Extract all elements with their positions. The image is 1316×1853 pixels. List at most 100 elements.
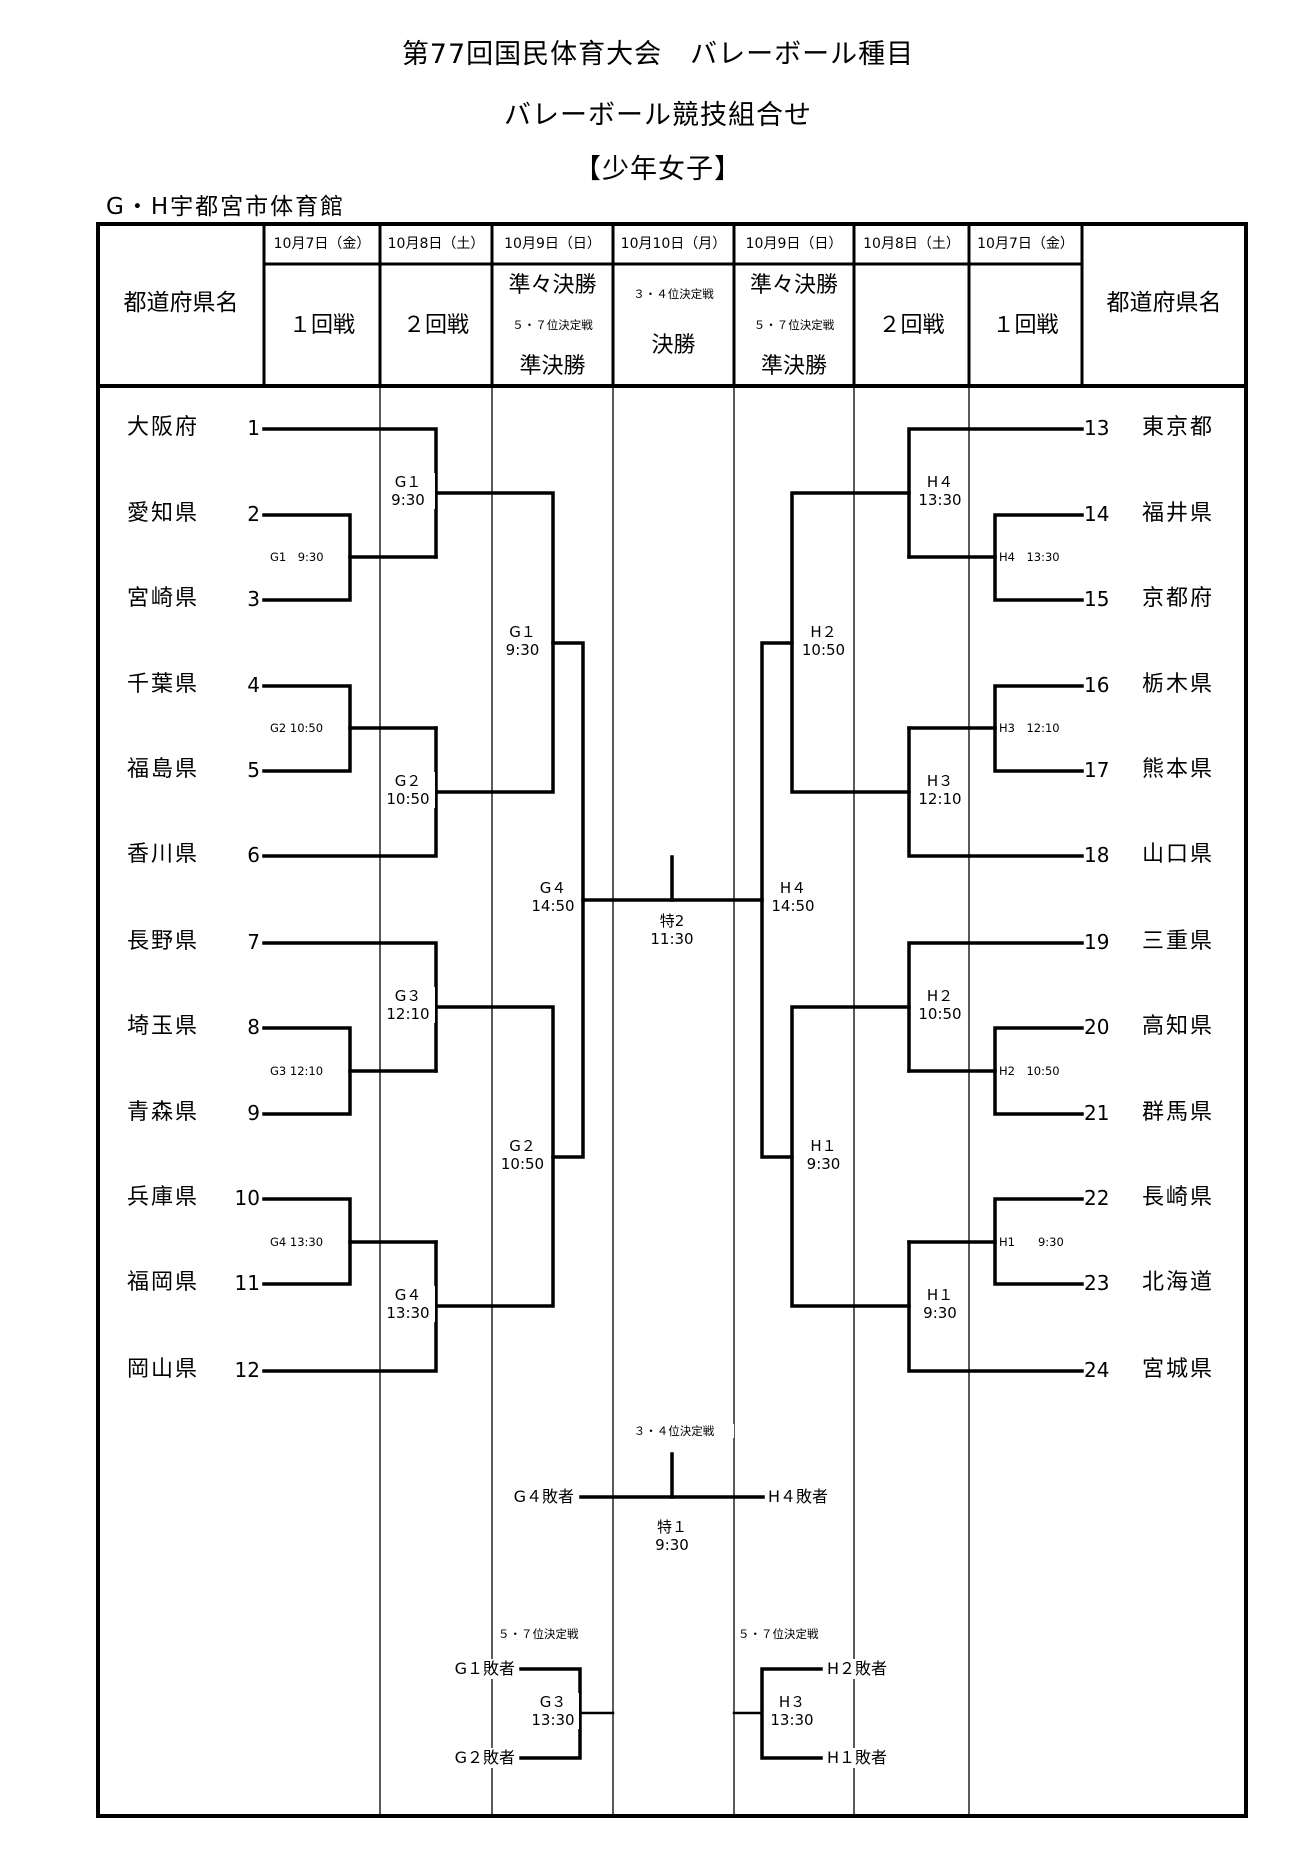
seed-number: 1 <box>247 416 260 440</box>
header-round-2: ２回戦 <box>878 313 945 338</box>
venue-label: G・H宇都宮市体育館 <box>106 194 346 220</box>
header-quarterfinal: 準々決勝 <box>749 273 838 298</box>
prefecture-name: 岡山県 <box>127 1357 200 1382</box>
third-place-left-entry: G４敗者 <box>500 1487 574 1507</box>
prefecture-name: 熊本県 <box>1142 757 1215 782</box>
body-column-dividers <box>379 385 970 1817</box>
header-column-dividers <box>262 222 1084 388</box>
header-5-7-place: ５・７位決定戦 <box>753 318 835 332</box>
seed-number: 4 <box>247 673 260 697</box>
prefecture-name: 兵庫県 <box>127 1185 200 1210</box>
prefecture-name: 宮崎県 <box>127 586 200 611</box>
seed-number: 19 <box>1084 930 1110 954</box>
seed-number: 22 <box>1084 1186 1110 1210</box>
prefecture-name: 宮城県 <box>1142 1357 1215 1382</box>
third-place-bracket <box>579 1452 765 1499</box>
prefecture-name: 埼玉県 <box>127 1014 200 1039</box>
seed-number: 16 <box>1084 673 1110 697</box>
match-label-left-r1: G4 13:30 <box>270 1235 324 1249</box>
prefecture-name: 栃木県 <box>1142 672 1215 697</box>
prefecture-name: 群馬県 <box>1142 1100 1215 1125</box>
seed-number: 7 <box>247 930 260 954</box>
match-label-left-r1: G1 9:30 <box>270 550 324 564</box>
final-bracket <box>581 855 764 902</box>
header-date: 10月8日（土） <box>387 236 485 252</box>
fifth-left-bottom-entry: G２敗者 <box>437 1748 515 1768</box>
header-prefecture-right: 都道府県名 <box>1106 290 1222 316</box>
fifth-right-title: ５・７位決定戦 <box>738 1627 850 1641</box>
match-label-right-r1: H3 12:10 <box>999 721 1060 735</box>
seed-number: 20 <box>1084 1015 1110 1039</box>
match-label-right-r1: H2 10:50 <box>999 1064 1060 1078</box>
prefecture-name: 愛知県 <box>127 501 200 526</box>
prefecture-name: 北海道 <box>1142 1270 1215 1295</box>
seed-number: 8 <box>247 1015 260 1039</box>
prefecture-name: 福島県 <box>127 757 200 782</box>
header-date: 10月10日（月） <box>620 236 727 252</box>
header-final: 決勝 <box>651 333 696 358</box>
header-quarterfinal: 準々決勝 <box>508 273 597 298</box>
seed-number: 11 <box>234 1271 260 1295</box>
prefecture-name: 長崎県 <box>1142 1185 1215 1210</box>
header-date: 10月8日（土） <box>863 236 960 252</box>
seed-number: 12 <box>234 1358 260 1382</box>
seed-number: 13 <box>1084 416 1110 440</box>
table-border <box>96 222 1248 1818</box>
third-place-title: ３・４位決定戦 <box>614 1424 734 1438</box>
category-title: 【少年女子】 <box>574 154 742 185</box>
header-semifinal: 準決勝 <box>760 354 827 379</box>
prefecture-name: 福井県 <box>1142 501 1215 526</box>
document-title: 第77回国民体育大会 バレーボール種目 <box>401 39 915 70</box>
seed-number: 17 <box>1084 758 1110 782</box>
header-prefecture-left: 都道府県名 <box>123 290 239 316</box>
seed-number: 2 <box>247 502 260 526</box>
header-round-2: ２回戦 <box>402 313 469 338</box>
seed-number: 5 <box>247 758 260 782</box>
prefecture-name: 青森県 <box>127 1100 200 1125</box>
fifth-right-top-entry: H２敗者 <box>827 1659 907 1679</box>
document-subtitle: バレーボール競技組合せ <box>504 100 812 131</box>
prefecture-name: 長野県 <box>127 929 200 954</box>
prefecture-name: 千葉県 <box>127 672 200 697</box>
header-semifinal: 準決勝 <box>519 354 586 379</box>
header-round-1: １回戦 <box>288 313 355 338</box>
third-place-right-entry: H４敗者 <box>768 1487 848 1507</box>
prefecture-name: 福岡県 <box>127 1270 200 1295</box>
prefecture-name: 香川県 <box>127 842 200 867</box>
prefecture-name: 東京都 <box>1142 415 1215 440</box>
seed-number: 14 <box>1084 502 1110 526</box>
right-bracket <box>760 427 1084 1373</box>
seed-number: 24 <box>1084 1358 1110 1382</box>
prefecture-name: 京都府 <box>1142 586 1215 611</box>
header-date: 10月9日（日） <box>745 236 843 252</box>
seed-number: 21 <box>1084 1101 1110 1125</box>
fifth-left-bracket <box>519 1667 615 1760</box>
prefecture-name: 大阪府 <box>127 415 200 440</box>
match-label-left-r1: G3 12:10 <box>270 1064 324 1078</box>
seed-number: 18 <box>1084 843 1110 867</box>
header-5-7-place: ５・７位決定戦 <box>512 318 593 332</box>
match-label-left-r1: G2 10:50 <box>270 721 324 735</box>
seed-number: 3 <box>247 587 260 611</box>
header-date: 10月7日（金） <box>977 236 1074 252</box>
match-label-right-r1: H4 13:30 <box>999 550 1060 564</box>
